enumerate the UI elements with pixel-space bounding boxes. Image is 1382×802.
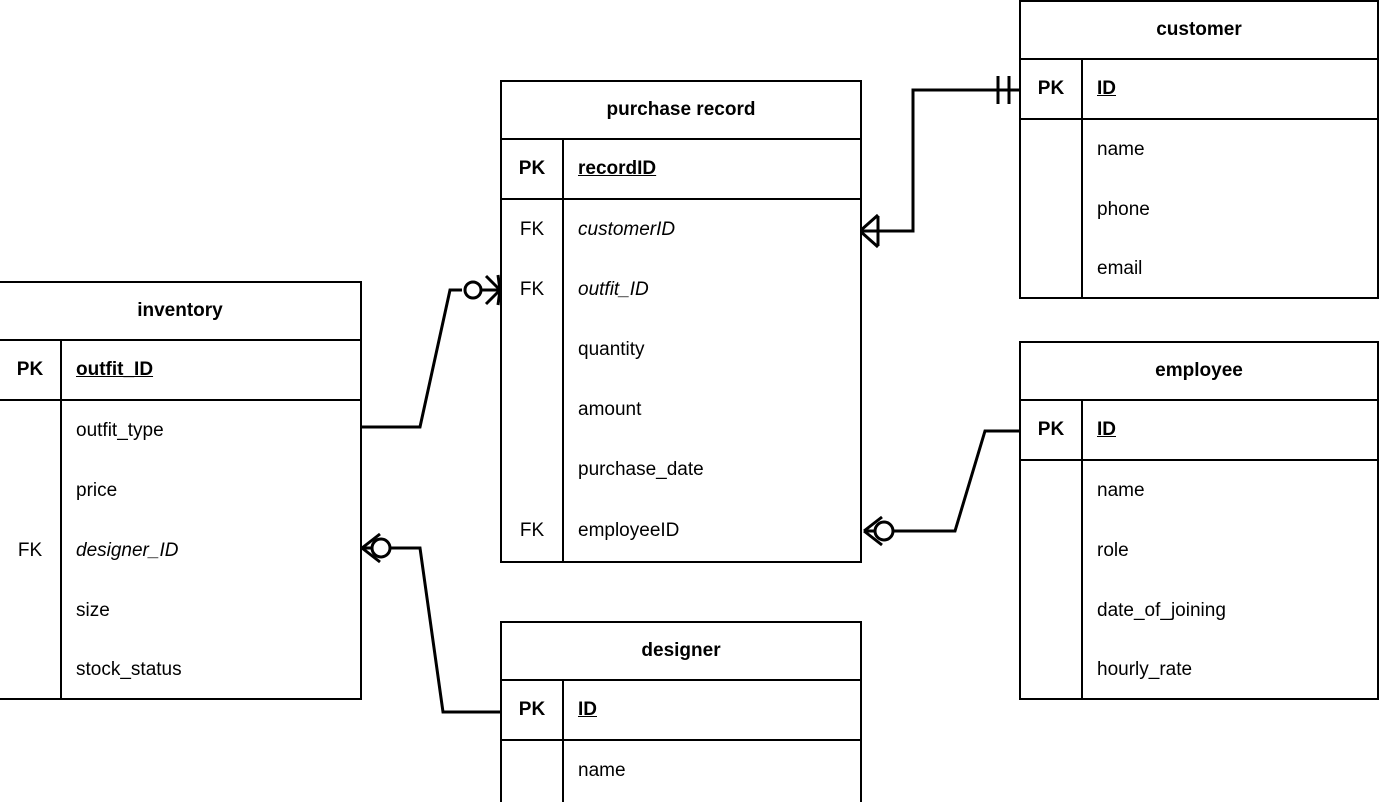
entity-customer-pk-key: PK [1021,60,1083,118]
entity-inventory-pk-attribute: outfit_ID [76,359,154,380]
entity-purchase-record-attr-name: quantity [578,339,645,360]
entity-inventory-attr-name: outfit_type [76,420,164,441]
entity-employee-pk-attribute: ID [1097,419,1116,440]
entity-inventory-attr-key [0,641,60,698]
entity-inventory-title: inventory [0,283,360,341]
entity-purchase-record-attributes: FK FK FK customerID outfit_ID quantity a… [502,200,860,561]
relationship-employee-purchase-record [863,429,1020,547]
entity-employee[interactable]: employee PK ID name role date_of_joining… [1019,341,1379,700]
entity-employee-attr-name: hourly_rate [1097,658,1193,680]
entity-employee-attributes: name role date_of_joining hourly_rate [1021,461,1377,698]
entity-inventory-attr-name: stock_status [76,658,182,680]
entity-purchase-record-attr-key: FK [519,219,545,240]
entity-customer-attr-key [1021,240,1081,297]
crowsfoot-purchase-record-customer [857,213,879,249]
entity-inventory-attr-key [0,581,60,641]
entity-designer-attributes: name [502,741,860,802]
entity-customer-attr-name: email [1097,257,1143,279]
entity-designer-pk-row: PK ID [502,681,860,741]
entity-customer-attributes: name phone email [1021,120,1377,297]
entity-designer-attr-key [502,741,562,801]
relationship-designer-inventory [361,532,500,714]
entity-purchase-record-attr-name: employeeID [578,519,680,541]
entity-purchase-record-attr-name: outfit_ID [578,279,649,300]
entity-employee-attr-name: name [1097,480,1145,501]
entity-customer-pk-attribute: ID [1097,78,1116,99]
entity-customer-pk-row: PK ID [1021,60,1377,120]
entity-purchase-record-title: purchase record [502,82,860,140]
entity-inventory-attr-name: size [76,600,110,621]
entity-designer-title: designer [502,623,860,681]
entity-inventory-attr-key [0,401,60,461]
entity-customer-attr-name: phone [1097,199,1150,220]
entity-employee-attr-key [1021,461,1081,521]
entity-inventory-attr-key [0,461,60,521]
zero-circle-purchase-record-inventory [463,280,483,300]
zero-circle-purchase-record-employee [873,520,895,542]
entity-purchase-record-attr-key [502,380,562,440]
entity-purchase-record-attr-name: purchase_date [578,459,704,480]
entity-designer[interactable]: designer PK ID name [500,621,862,802]
entity-purchase-record-pk-row: PK recordID [502,140,860,200]
entity-purchase-record[interactable]: purchase record PK recordID FK FK FK cus… [500,80,862,563]
entity-purchase-record-attr-key: FK [519,519,545,541]
entity-employee-attr-key [1021,581,1081,641]
relationship-customer-purchase-record [857,76,1020,249]
entity-inventory-attr-key: FK [17,540,43,561]
entity-employee-pk-key: PK [1021,401,1083,459]
entity-purchase-record-pk-key: PK [502,140,564,198]
entity-employee-attr-name: date_of_joining [1097,600,1226,621]
entity-employee-pk-row: PK ID [1021,401,1377,461]
entity-customer[interactable]: customer PK ID name phone email [1019,0,1379,299]
entity-employee-attr-key [1021,521,1081,581]
entity-purchase-record-attr-key: FK [519,279,545,300]
entity-designer-pk-attribute: ID [578,699,597,720]
entity-employee-attr-key [1021,641,1081,698]
zero-circle-inventory-designer [370,537,392,559]
entity-purchase-record-attr-name: amount [578,399,642,420]
entity-designer-pk-key: PK [502,681,564,739]
entity-inventory-attr-name: price [76,480,118,501]
entity-inventory-pk-row: PK outfit_ID [0,341,360,401]
entity-employee-title: employee [1021,343,1377,401]
entity-employee-attr-name: role [1097,540,1129,561]
entity-customer-attr-name: name [1097,139,1145,160]
entity-customer-attr-key [1021,180,1081,240]
entity-inventory-attributes: FK outfit_type price designer_ID size st… [0,401,360,698]
entity-inventory[interactable]: inventory PK outfit_ID FK outfit_type pr… [0,281,362,700]
entity-purchase-record-pk-attribute: recordID [578,158,657,179]
entity-designer-attr-name: name [578,760,626,781]
entity-inventory-pk-key: PK [0,341,62,399]
entity-customer-title: customer [1021,2,1377,60]
relationship-inventory-purchase-record [362,274,502,429]
entity-purchase-record-attr-key [502,440,562,500]
entity-inventory-attr-name: designer_ID [76,540,179,561]
entity-customer-attr-key [1021,120,1081,180]
entity-purchase-record-attr-key [502,320,562,380]
entity-purchase-record-attr-name: customerID [578,219,676,240]
